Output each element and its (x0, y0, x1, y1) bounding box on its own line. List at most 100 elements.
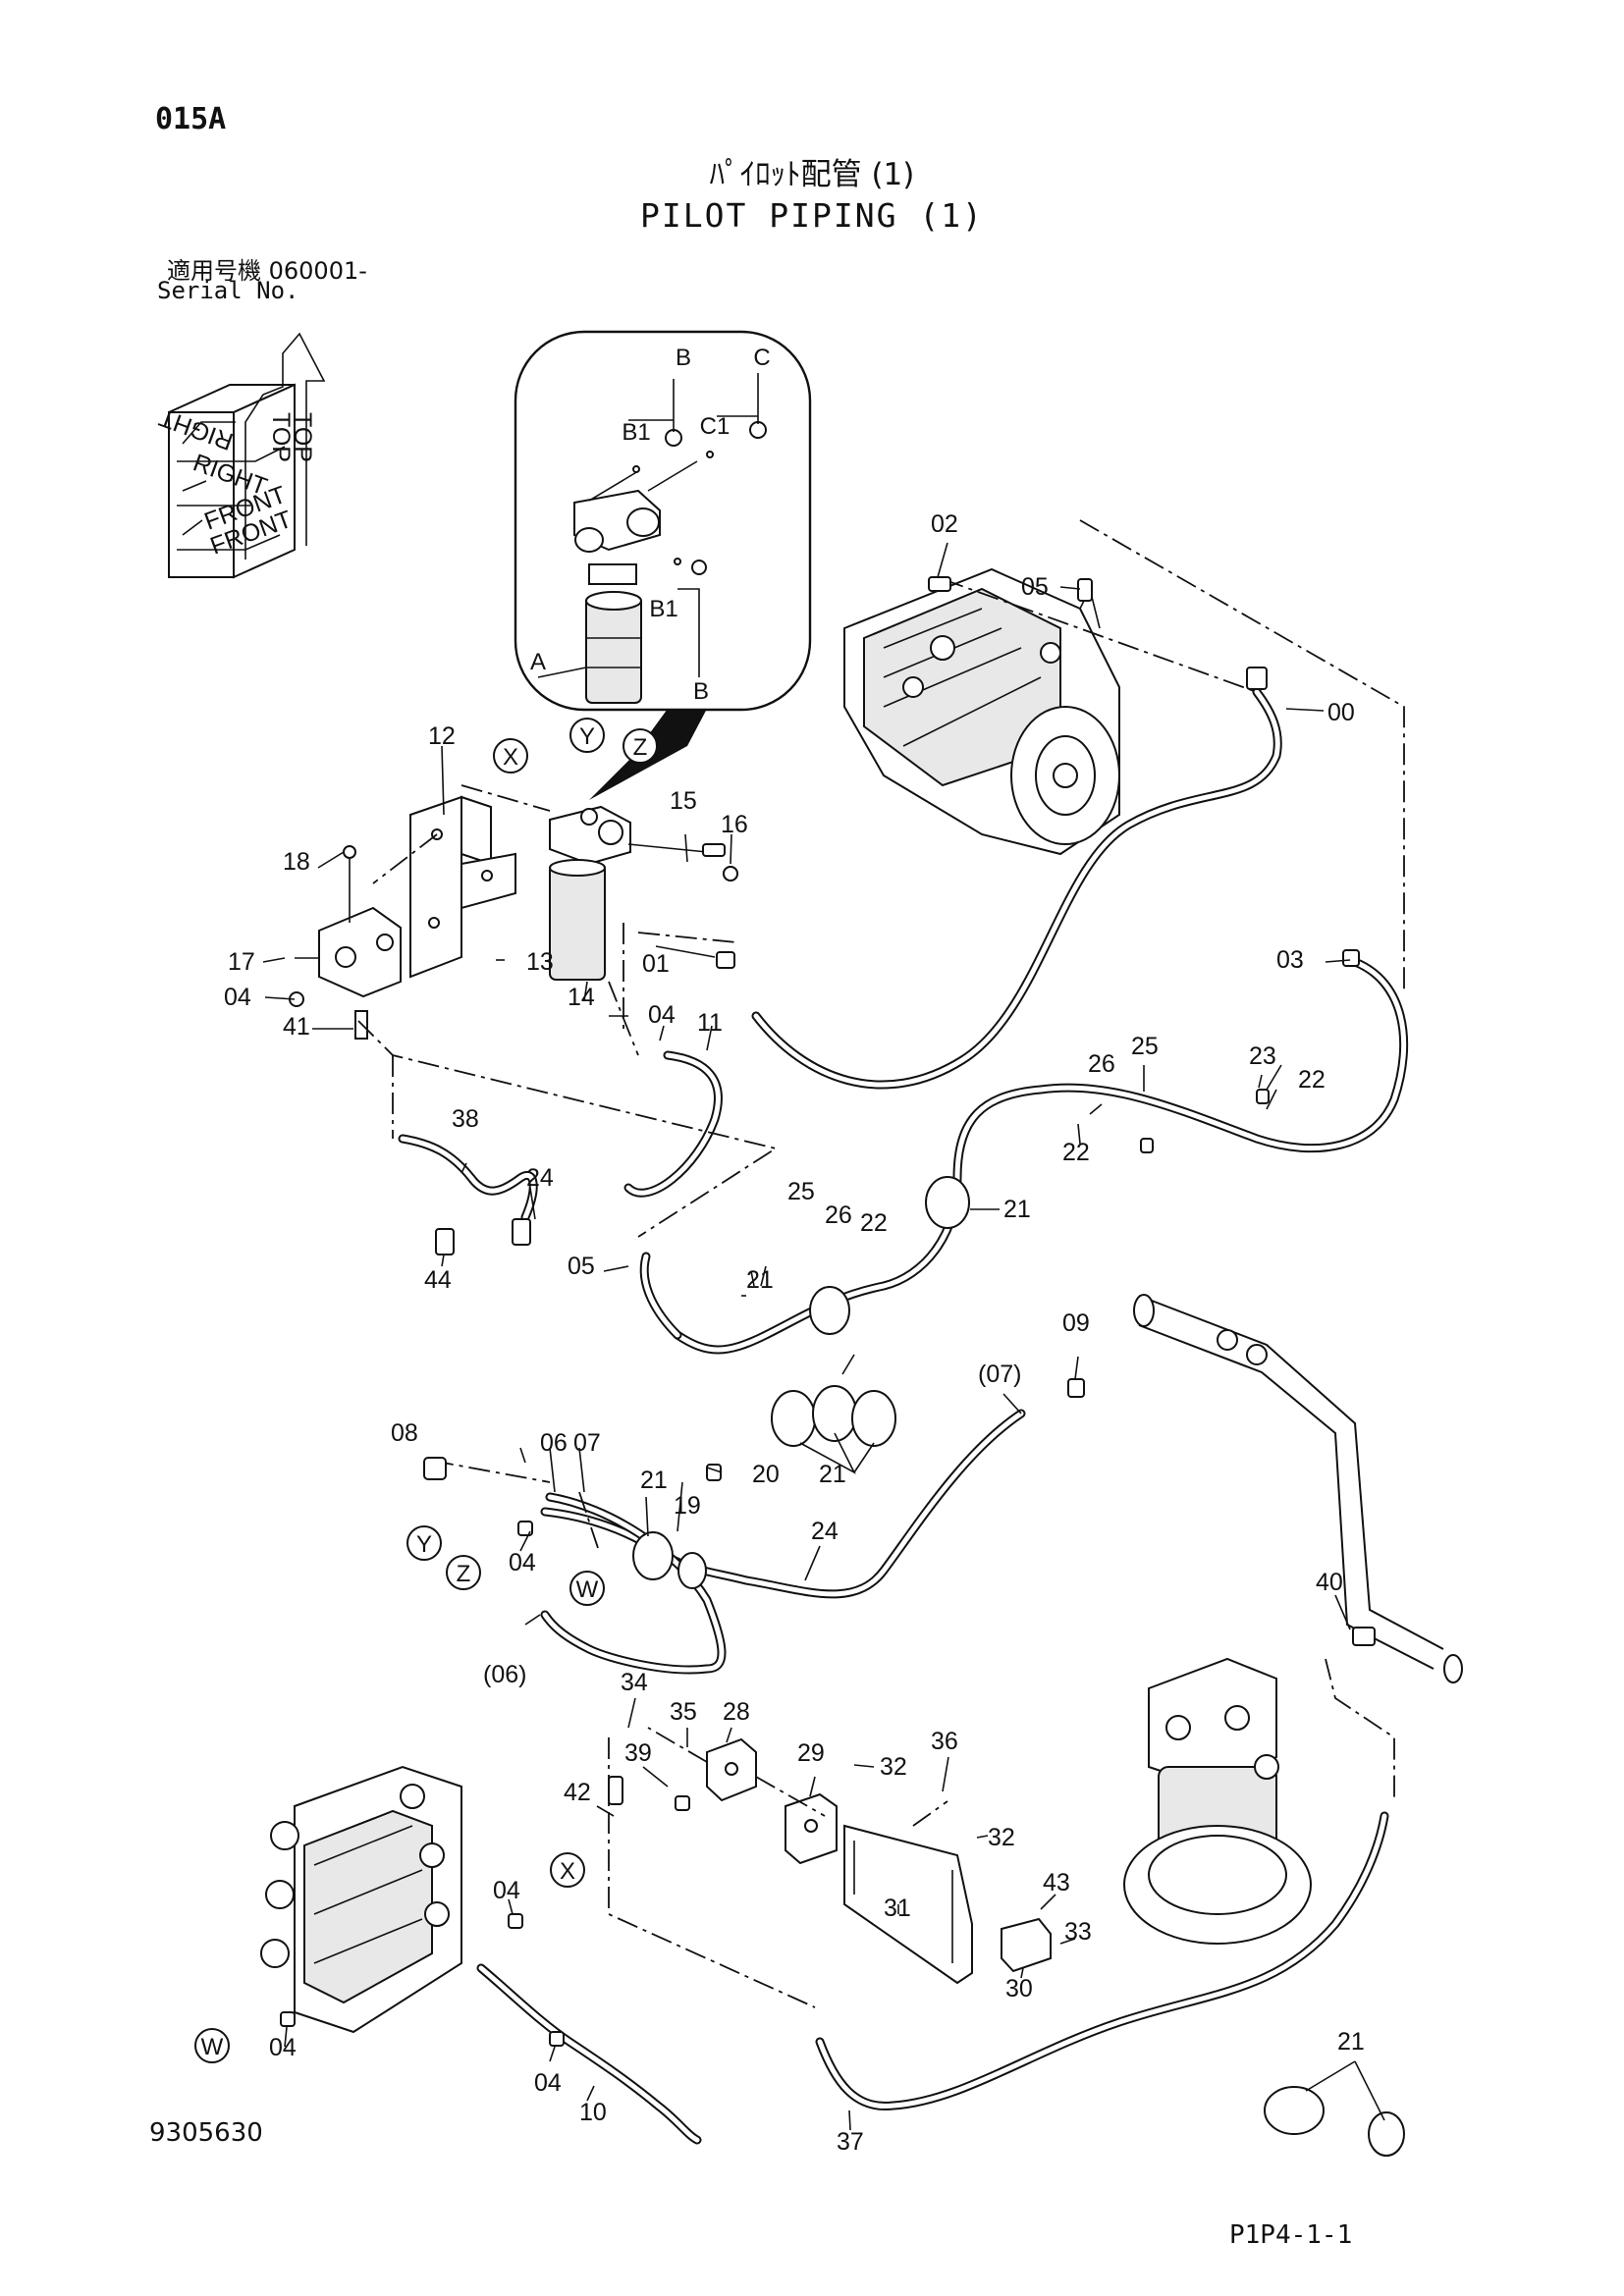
page-title-japanese: ﾊﾟｲﾛｯﾄ配管 (1) (709, 157, 915, 192)
part-label: 19 (674, 1492, 701, 1520)
part-label: 20 (752, 1461, 780, 1488)
marker-z-top: Z (623, 728, 658, 764)
part-label: 10 (579, 2099, 607, 2126)
part-label: 14 (568, 984, 595, 1011)
part-label: 24 (811, 1518, 839, 1545)
clamp-group-21 (771, 1385, 896, 1447)
svg-text:Z: Z (457, 1561, 471, 1587)
part-label: 24 (526, 1164, 554, 1192)
part-label: 32 (880, 1753, 907, 1781)
part-label: 06 (540, 1429, 568, 1457)
svg-text:Y: Y (416, 1531, 432, 1558)
part-label: 12 (428, 722, 456, 750)
part-label: 16 (721, 811, 748, 838)
svg-text:W: W (576, 1576, 599, 1603)
part-labels: 02 05 00 12 15 16 18 17 13 01 03 04 14 4… (224, 510, 1365, 2156)
filter-bracket (372, 784, 551, 979)
part-label: 04 (493, 1877, 520, 1904)
part-label: 35 (670, 1698, 697, 1726)
svg-text:X: X (560, 1858, 575, 1885)
part-label: 29 (797, 1739, 825, 1767)
part-label: 18 (283, 848, 310, 876)
main-pump (843, 567, 1120, 856)
orientation-indicator: RIGHT RIGHT FRONT FRONT TOP TOP (155, 332, 326, 579)
part-label: 37 (837, 2128, 864, 2156)
serial-label: Serial No. (157, 277, 299, 304)
part-label: 07 (573, 1429, 601, 1457)
part-label: 09 (1062, 1309, 1090, 1337)
part-label: 34 (621, 1669, 648, 1696)
detail-callout-b-lower: B (693, 678, 709, 705)
part-label: (06) (483, 1661, 526, 1688)
part-label: (07) (978, 1361, 1021, 1388)
svg-text:Y: Y (579, 723, 595, 750)
marker-w-bottom: W (194, 2028, 230, 2063)
part-label: 15 (670, 787, 697, 815)
part-label: 17 (228, 948, 255, 976)
marker-y-mid: Y (406, 1525, 442, 1561)
part-label: 42 (564, 1779, 591, 1806)
part-label: 26 (1088, 1050, 1115, 1078)
leader-lines (262, 542, 1385, 2131)
part-label: 11 (697, 1009, 723, 1037)
part-label: 21 (1337, 2028, 1365, 2056)
part-label: 01 (642, 950, 670, 978)
part-label: 30 (1005, 1975, 1033, 2002)
marker-w-mid: W (569, 1571, 605, 1606)
shuttle-valve-29 (785, 1792, 838, 1865)
marker-x-top: X (493, 738, 528, 774)
part-label: 21 (746, 1266, 774, 1294)
drawing-number: 9305630 (149, 2118, 263, 2148)
part-label: 31 (884, 1895, 911, 1922)
part-label: 05 (1021, 573, 1049, 601)
orientation-top-mirrored-label: TOP (267, 412, 295, 462)
marker-y-top: Y (569, 718, 605, 753)
svg-text:Z: Z (633, 734, 648, 761)
detail-callout-c: C (753, 345, 770, 371)
part-label: 38 (452, 1105, 479, 1133)
part-label: 28 (723, 1698, 750, 1726)
page-reference: P1P4-1-1 (1229, 2220, 1353, 2250)
control-valve (260, 1765, 462, 2034)
clamp-21-bottom (1264, 2086, 1405, 2157)
part-label: 08 (391, 1419, 418, 1447)
swing-motor (1123, 1657, 1312, 1945)
serial-label-japanese: 適用号機 060001- (167, 257, 367, 285)
part-label: 04 (534, 2069, 562, 2097)
part-label: 41 (283, 1013, 310, 1041)
part-label: 04 (648, 1001, 676, 1029)
detail-callout-b: B (676, 345, 691, 371)
connection-line-pump (1079, 519, 1405, 991)
marker-x-bottom: X (550, 1852, 585, 1888)
part-label: 32 (988, 1824, 1015, 1851)
detail-callout-a: A (530, 649, 546, 675)
marker-z-mid: Z (446, 1555, 481, 1590)
part-label: 22 (1062, 1139, 1090, 1166)
hose-38 (398, 1134, 538, 1222)
detail-callout-b1: B1 (622, 419, 650, 446)
part-label: 33 (1064, 1918, 1092, 1946)
detail-callout-b1-lower: B1 (649, 596, 677, 622)
svg-text:X: X (503, 744, 518, 771)
part-label: 02 (931, 510, 958, 538)
part-label: 04 (509, 1549, 536, 1576)
part-label: 04 (224, 984, 251, 1011)
clamp-21b (809, 1286, 850, 1335)
part-label: 26 (825, 1201, 852, 1229)
section-code: 015A (155, 102, 227, 136)
orientation-top-label: TOP (289, 412, 316, 462)
part-label: 44 (424, 1266, 452, 1294)
filter-detail-bubble (514, 330, 812, 800)
mounting-bracket-31 (843, 1824, 973, 1985)
svg-text:W: W (201, 2034, 224, 2060)
part-label: 39 (624, 1739, 652, 1767)
part-label: 40 (1316, 1569, 1343, 1596)
part-label: 22 (860, 1209, 888, 1237)
hose-return-line (673, 957, 1409, 1355)
part-label: 05 (568, 1253, 595, 1280)
part-label: 22 (1298, 1066, 1326, 1094)
part-label: 21 (640, 1467, 668, 1494)
clamp-21a (925, 1176, 970, 1229)
detail-callout-c1: C1 (700, 413, 731, 440)
